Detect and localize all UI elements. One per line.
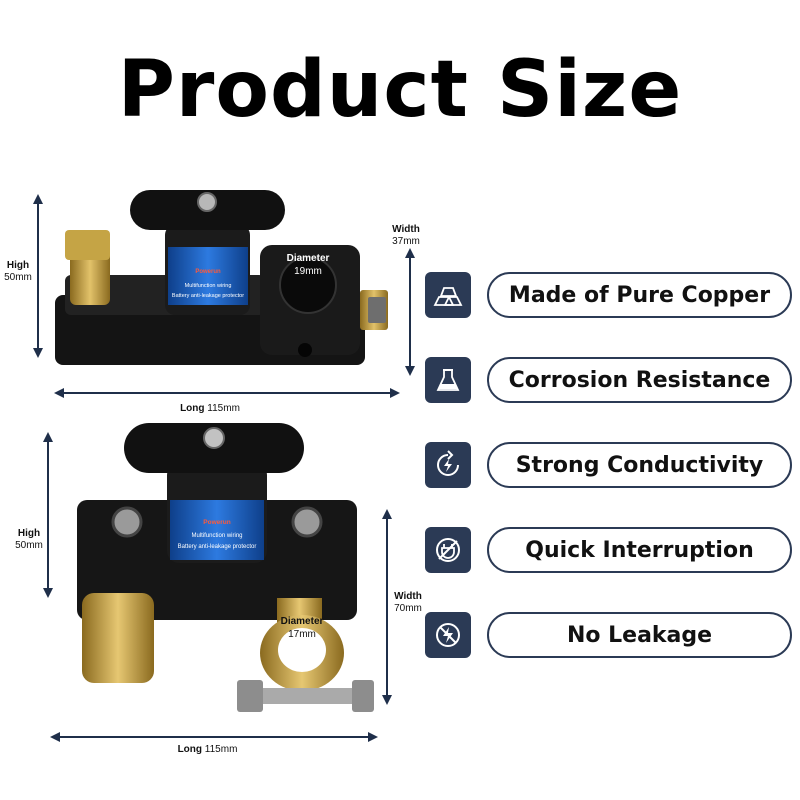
- top-small-hole: [298, 343, 312, 357]
- top-width-label: Width 37mm: [388, 224, 424, 248]
- bottom-width-arrow: [382, 509, 392, 705]
- bottom-knob-screw: [203, 427, 225, 449]
- bottom-clamp-nut-right: [352, 680, 374, 712]
- copper-bars-icon-svg: [433, 287, 463, 306]
- bottom-product-image: Powerun Multifunction wiring Battery ant…: [77, 423, 374, 712]
- bottom-clamp-bolt: [240, 688, 370, 704]
- bottom-long-label: Long 115mm: [165, 744, 250, 756]
- flask-icon-svg: [436, 369, 460, 391]
- bottom-long-arrow: [50, 732, 378, 742]
- top-band-line2: Battery anti-leakage protector: [172, 293, 244, 299]
- top-high-title: High: [6, 260, 30, 271]
- feature-interruption: Quick Interruption: [425, 527, 795, 573]
- bottom-diameter-title: Diameter: [281, 616, 324, 627]
- bottom-right-screw: [291, 506, 323, 538]
- no-lightning-icon-svg: [436, 623, 460, 647]
- bottom-diameter-value: 17mm: [288, 629, 316, 640]
- bottom-high-label: High 50mm: [12, 528, 46, 552]
- feature-copper-label: Made of Pure Copper: [487, 272, 792, 318]
- feature-conductivity-label: Strong Conductivity: [487, 442, 792, 488]
- feature-copper: Made of Pure Copper: [425, 272, 795, 318]
- bottom-high-value: 50mm: [15, 540, 43, 551]
- top-width-title: Width: [392, 224, 420, 235]
- flask-icon: [425, 357, 471, 403]
- bottom-width-title: Width: [394, 591, 422, 602]
- top-collar-hole: [279, 256, 337, 314]
- bottom-band-brand: Powerun: [203, 519, 230, 526]
- page-title: Product Size: [117, 45, 683, 135]
- feature-interruption-label: Quick Interruption: [487, 527, 792, 573]
- bottom-brass-cap: [82, 593, 154, 683]
- top-product-image: Powerun Multifunction wiring Battery ant…: [55, 190, 388, 365]
- top-width-arrow: [405, 248, 415, 376]
- no-lightning-icon: [425, 612, 471, 658]
- lightning-cycle-icon: [425, 442, 471, 488]
- top-long-title: Long: [180, 403, 205, 414]
- bottom-long-value: 115mm: [204, 744, 238, 755]
- bottom-clamp-nut-left: [237, 680, 263, 712]
- feature-conductivity: Strong Conductivity: [425, 442, 795, 488]
- top-band-brand: Powerun: [195, 269, 221, 275]
- bottom-blue-band: [170, 500, 264, 560]
- feature-corrosion-label: Corrosion Resistance: [487, 357, 792, 403]
- top-long-value: 115mm: [207, 403, 240, 414]
- feature-corrosion: Corrosion Resistance: [425, 357, 795, 403]
- bottom-long-title: Long: [177, 744, 203, 755]
- top-left-nut: [65, 230, 110, 260]
- top-high-value: 50mm: [4, 272, 32, 283]
- bottom-high-arrow: [43, 432, 53, 598]
- top-long-label: Long 115mm: [170, 403, 250, 415]
- top-long-arrow: [54, 388, 400, 398]
- lightning-cycle-icon-svg: [437, 450, 459, 476]
- bottom-clamp-hole: [278, 628, 326, 672]
- top-knob-screw: [197, 192, 217, 212]
- top-blue-band: [168, 247, 248, 305]
- top-band-line1: Multifunction wiring: [185, 283, 232, 289]
- top-right-bolt-head: [368, 297, 386, 323]
- copper-bars-icon: [425, 272, 471, 318]
- top-diameter-title: Diameter: [287, 253, 330, 264]
- bottom-width-value: 70mm: [394, 603, 422, 614]
- top-high-label: High 50mm: [2, 260, 34, 284]
- top-high-arrow: [33, 194, 43, 358]
- bottom-width-label: Width 70mm: [388, 591, 428, 615]
- bottom-band-line2: Battery anti-leakage protector: [178, 544, 257, 550]
- bottom-left-screw: [111, 506, 143, 538]
- feature-leakage-label: No Leakage: [487, 612, 792, 658]
- top-width-value: 37mm: [392, 236, 420, 247]
- top-diameter-value: 19mm: [294, 266, 322, 277]
- bottom-high-title: High: [17, 528, 41, 539]
- plug-off-icon-svg: [436, 538, 460, 562]
- bottom-band-line1: Multifunction wiring: [191, 533, 242, 539]
- plug-off-icon: [425, 527, 471, 573]
- feature-leakage: No Leakage: [425, 612, 795, 658]
